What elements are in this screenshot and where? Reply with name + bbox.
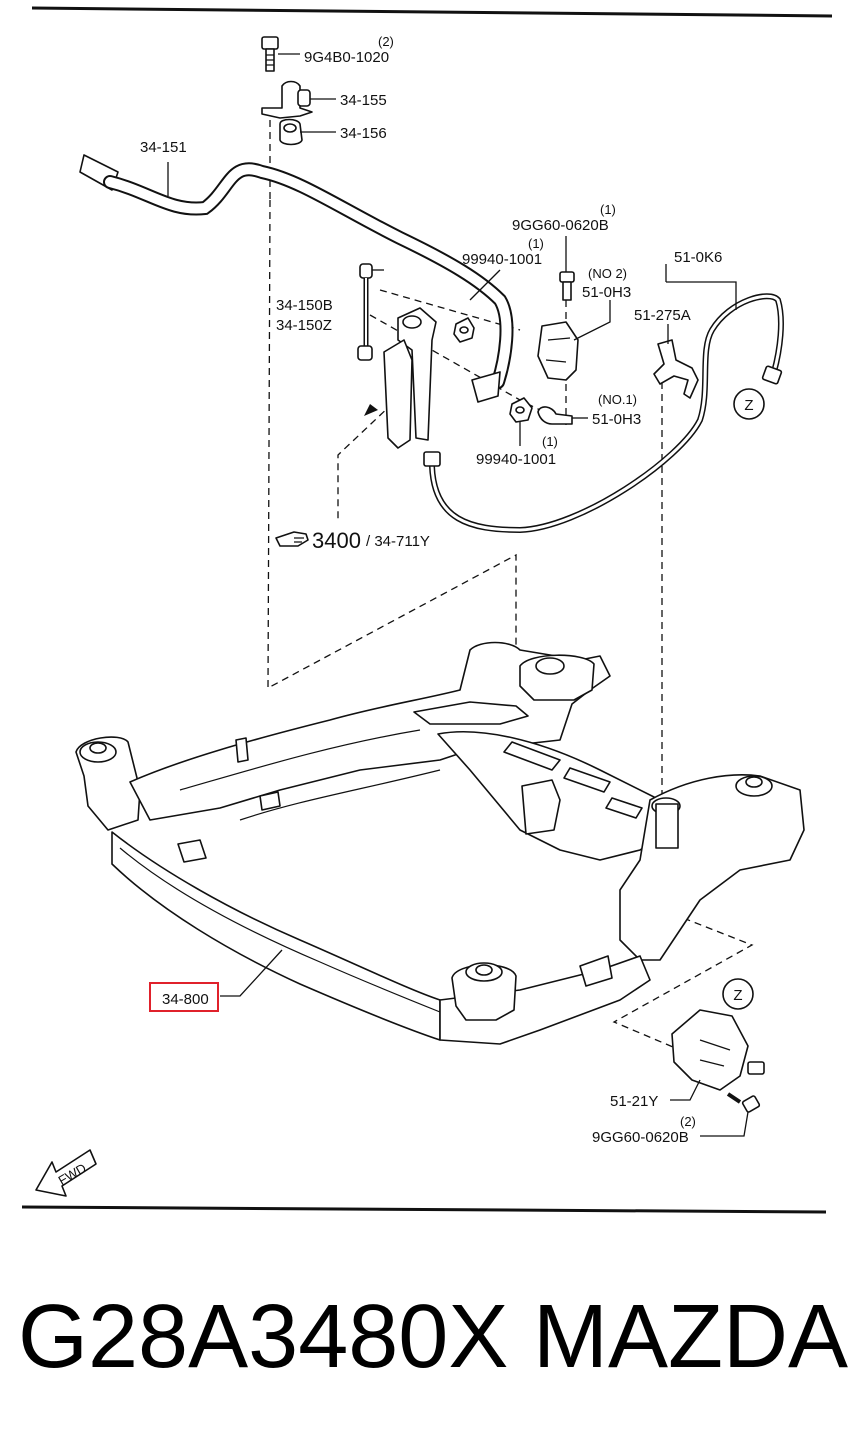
- stabilizer-bar: [79, 154, 514, 403]
- clip-icon: [537, 406, 573, 425]
- part-label-9gg60-bottom: 9GG60-0620B: [592, 1129, 689, 1146]
- wiring-harness: [423, 293, 784, 534]
- stabilizer-bracket-icon: [261, 80, 313, 119]
- part-label-51-21y: 51-21Y: [610, 1093, 658, 1110]
- link-bracket-icon: [383, 307, 437, 449]
- qty-label: (1): [542, 434, 558, 449]
- top-rule: [31, 6, 833, 18]
- part-label-34-156: 34-156: [340, 125, 387, 142]
- part-label-99940-bottom: 99940-1001: [476, 451, 556, 468]
- part-label-51-0k6: 51-0K6: [674, 249, 722, 266]
- bottom-rule: [21, 1205, 827, 1214]
- qty-label: (1): [600, 202, 616, 217]
- sensor-no2-label: (NO 2): [588, 266, 627, 281]
- part-label-99940-top: 99940-1001: [462, 251, 542, 268]
- part-label-34-150b: 34-150B: [276, 297, 333, 314]
- forward-direction-icon: FWD: [35, 1149, 97, 1197]
- qty-label: (2): [378, 34, 394, 49]
- sensor-bracket-icon: [653, 339, 699, 399]
- svg-text:Z: Z: [733, 987, 742, 1004]
- stabilizer-link-icon: [357, 263, 384, 361]
- part-label-9g4b0: 9G4B0-1020: [304, 49, 389, 66]
- bolt-icon: [261, 36, 279, 72]
- svg-text:34-800: 34-800: [162, 991, 209, 1008]
- part-label-34-151: 34-151: [140, 139, 187, 156]
- qty-label: (2): [680, 1114, 696, 1129]
- part-label-34-150z: 34-150Z: [276, 317, 332, 334]
- bolt-icon-top-right: [559, 271, 575, 301]
- part-label-51-275a: 51-275A: [634, 307, 691, 324]
- part-number: G28A3480X: [18, 1287, 509, 1387]
- stabilizer-bushing-icon: [279, 118, 303, 146]
- part-label-51-0h3-no1: 51-0H3: [592, 411, 641, 428]
- sensor-no1-label: (NO.1): [598, 392, 637, 407]
- leader-lines: [167, 53, 749, 1137]
- brand-name: MAZDA: [533, 1287, 848, 1387]
- nut-icon-bottom: [509, 397, 533, 423]
- height-sensor-icon: [537, 321, 579, 381]
- section-ref-34-711y: / 34-711Y: [366, 533, 430, 550]
- part-label-51-0h3-no2: 51-0H3: [582, 284, 631, 301]
- nut-icon-top: [453, 317, 475, 343]
- qty-label: (1): [528, 236, 544, 251]
- arrow-icon: [364, 404, 378, 416]
- section-ref-3400: 3400: [312, 528, 361, 553]
- pointing-hand-icon: [275, 531, 309, 547]
- sensor-mount-bracket-icon: [671, 1009, 765, 1091]
- bolt-icon-bottom: [726, 1092, 761, 1113]
- z-callout-bottom: Z: [722, 978, 754, 1010]
- z-callout-top: Z: [733, 388, 765, 420]
- part-label-34-155: 34-155: [340, 92, 387, 109]
- part-label-9gg60-top: 9GG60-0620B: [512, 217, 609, 234]
- svg-text:Z: Z: [744, 397, 753, 414]
- front-crossmember: [75, 641, 805, 1045]
- highlighted-part-34-800: 34-800: [149, 982, 219, 1012]
